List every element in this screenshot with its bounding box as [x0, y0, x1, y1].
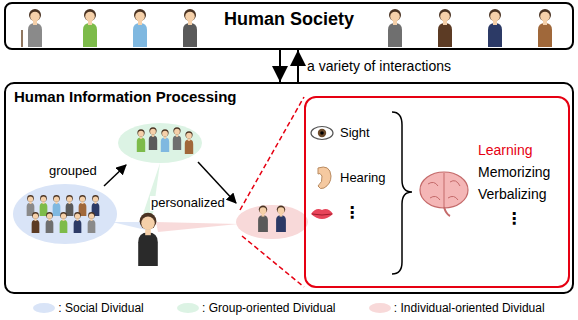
ear-icon: [318, 167, 331, 189]
legend-text: : Group-oriented Dividual: [202, 301, 335, 315]
individual-dividual-ellipse: [236, 205, 308, 239]
legend-swatch: [33, 303, 55, 313]
legend-entry: : Social Dividual: [33, 301, 143, 315]
individual-people: [258, 205, 286, 232]
interaction-arrow: [279, 50, 281, 82]
central-person: [138, 213, 158, 266]
legend: : Social Dividual : Group-oriented Dividu…: [0, 299, 578, 317]
group-dividual-ellipse: [118, 123, 202, 163]
social-dividual-ellipse: [13, 184, 117, 244]
brace: [392, 112, 412, 274]
legend-entry: : Group-oriented Dividual: [177, 301, 335, 315]
box-title: Human Information Processing: [14, 88, 237, 105]
legend-text: : Individual-oriented Dividual: [394, 301, 545, 315]
process-label: personalized: [150, 196, 226, 211]
legend-swatch: [369, 303, 391, 313]
society-box: Human Society: [4, 2, 574, 50]
legend-entry: : Individual-oriented Dividual: [369, 301, 545, 315]
function-label: Verbalizing: [478, 186, 547, 202]
group-people: [137, 127, 193, 154]
function-label: Memorizing: [478, 164, 550, 180]
brain-icon: [420, 172, 468, 216]
eye-icon: [311, 127, 333, 140]
zoom-line: [240, 97, 304, 210]
grouped-arrow: [104, 165, 126, 186]
sense-label: Sight: [340, 126, 370, 141]
more-mark: ⋮: [506, 210, 522, 228]
processing-box: SightHearing ⋮ LearningMemorizingVerbalizi…: [4, 82, 574, 294]
function-label: Learning: [478, 142, 533, 158]
legend-text: : Social Dividual: [58, 301, 143, 315]
lips-icon: [311, 209, 333, 219]
edge-label: a variety of interactions: [306, 58, 452, 74]
individual-cone: [156, 222, 238, 232]
legend-swatch: [177, 303, 199, 313]
more-mark: ⋮: [344, 204, 360, 222]
interaction-arrow: [297, 50, 299, 82]
sense-label: Hearing: [340, 171, 386, 186]
process-label: grouped: [48, 164, 98, 179]
zoom-line: [242, 236, 304, 287]
box-title: Human Society: [6, 9, 572, 30]
social-crowd: [27, 195, 100, 233]
cognition-box: SightHearing ⋮ LearningMemorizingVerbalizi…: [304, 96, 570, 288]
